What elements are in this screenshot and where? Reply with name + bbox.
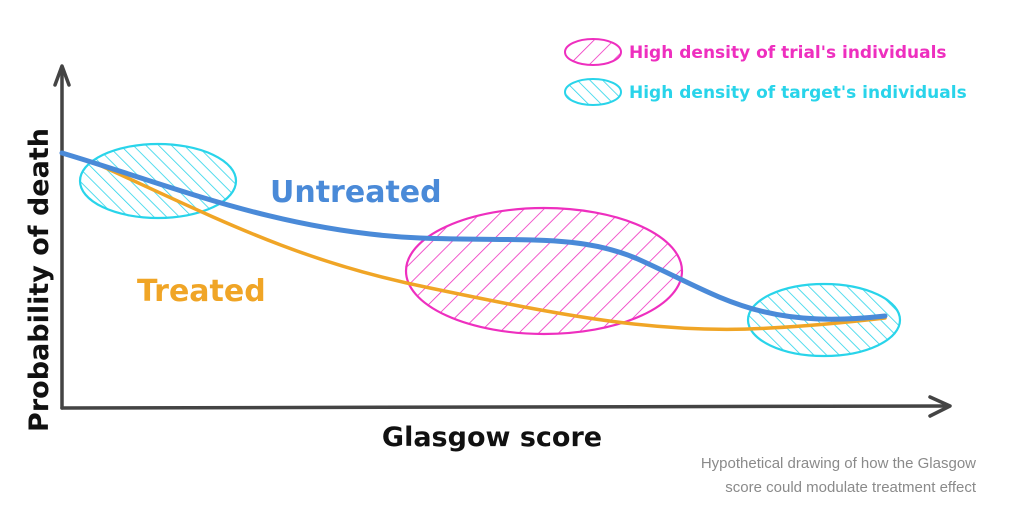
caption-line-1: Hypothetical drawing of how the Glasgow — [701, 455, 976, 472]
treated-label: Treated — [137, 274, 266, 309]
axes — [53, 64, 952, 418]
legend-label-trial: High density of trial's individuals — [629, 43, 947, 63]
untreated-curve — [59, 150, 888, 322]
x-axis-line — [60, 404, 950, 410]
y-axis-arrowhead — [53, 64, 71, 87]
legend-item-target: High density of target's individuals — [564, 78, 967, 106]
legend-label-target: High density of target's individuals — [629, 83, 967, 103]
legend-swatch-target — [564, 78, 622, 106]
caption-line-2: score could modulate treatment effect — [725, 479, 977, 496]
x-axis-arrowhead — [928, 395, 952, 418]
legend-swatch-trial — [564, 38, 622, 66]
legend-item-trial: High density of trial's individuals — [564, 38, 947, 66]
legend: High density of trial's individuals High… — [564, 38, 967, 106]
y-axis-label: Probability of death — [24, 128, 55, 432]
treated-curve — [93, 161, 887, 332]
x-axis-label: Glasgow score — [382, 422, 602, 453]
trial-density-region — [404, 206, 684, 336]
untreated-label: Untreated — [270, 175, 442, 210]
caption: Hypothetical drawing of how the Glasgow … — [701, 455, 977, 496]
